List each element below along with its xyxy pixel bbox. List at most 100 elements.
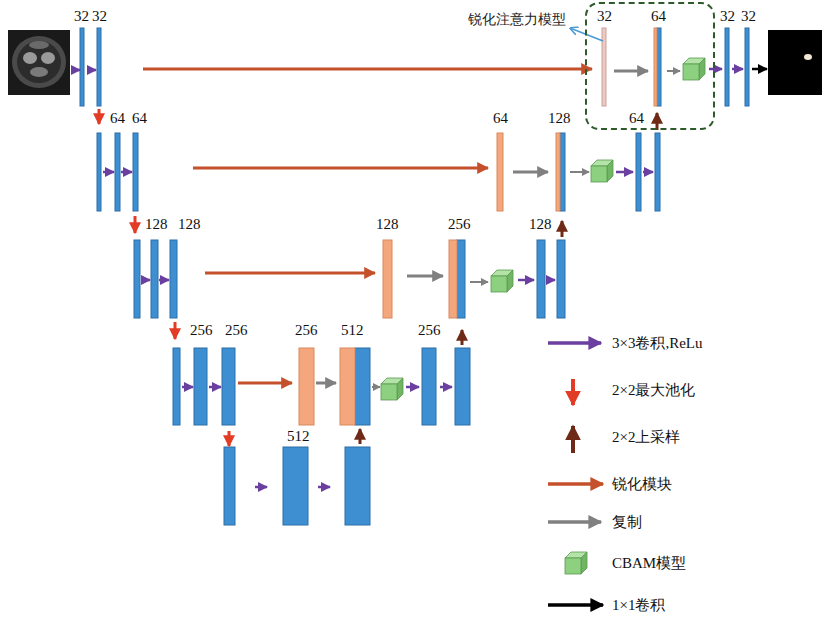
legend-text: 1×1卷积 bbox=[612, 596, 665, 614]
legend-upsample-arrow bbox=[571, 426, 575, 453]
feature-bar bbox=[657, 28, 661, 106]
conv-arrow bbox=[643, 171, 653, 174]
pool-arrow bbox=[98, 109, 101, 124]
sharpened-bar bbox=[340, 348, 355, 425]
conv-arrow bbox=[121, 171, 132, 174]
pool-arrow bbox=[174, 322, 177, 339]
sharpen-arrow bbox=[205, 272, 375, 275]
copy-arrow bbox=[667, 70, 680, 72]
feature-bar bbox=[115, 133, 120, 211]
channel-count: 32 bbox=[597, 8, 612, 25]
image-ground bbox=[768, 30, 822, 95]
feature-bar bbox=[455, 348, 470, 425]
conv-arrow bbox=[518, 279, 534, 282]
channel-count: 32 bbox=[720, 8, 735, 25]
sharpen-arrow bbox=[143, 68, 592, 71]
feature-bar bbox=[345, 447, 370, 525]
input-ct-image bbox=[8, 30, 70, 95]
feature-bar bbox=[97, 28, 101, 106]
image-spot bbox=[23, 52, 37, 64]
upsample-arrow bbox=[461, 330, 464, 345]
legend-text: CBAM模型 bbox=[612, 554, 686, 572]
conv-arrow bbox=[141, 279, 150, 282]
legend-sharpen-arrow bbox=[548, 482, 603, 486]
feature-bar bbox=[422, 348, 436, 425]
feature-bar bbox=[151, 240, 158, 318]
feature-bar bbox=[173, 348, 180, 425]
legend-samples bbox=[548, 343, 603, 605]
feature-bar bbox=[222, 348, 235, 425]
channel-count: 32 bbox=[92, 8, 107, 25]
feature-bar bbox=[655, 133, 660, 211]
legend-text: 复制 bbox=[612, 513, 642, 531]
feature-bar bbox=[133, 133, 138, 211]
cbam-cube bbox=[591, 160, 613, 182]
channel-count: 256 bbox=[418, 322, 441, 339]
channel-count: 64 bbox=[110, 110, 125, 127]
copy-arrow bbox=[407, 275, 443, 278]
image-spot bbox=[30, 67, 48, 77]
image-spot bbox=[29, 41, 49, 49]
legend-text: 3×3卷积,ReLu bbox=[612, 334, 703, 352]
upsample-arrow bbox=[656, 113, 659, 130]
legend-output-arrow bbox=[548, 603, 603, 607]
mask-blob bbox=[804, 54, 812, 60]
sharpened-bar bbox=[602, 28, 606, 106]
conv-arrow bbox=[209, 386, 221, 389]
conv-arrow bbox=[709, 68, 722, 71]
channel-count: 64 bbox=[629, 110, 644, 127]
region-title: 锐化注意力模型 bbox=[468, 11, 566, 28]
copy-arrows bbox=[316, 71, 648, 383]
image-ground bbox=[8, 30, 70, 95]
sharpen-arrow bbox=[193, 167, 488, 170]
conv-arrow bbox=[87, 69, 96, 72]
sharpened-bar bbox=[383, 240, 392, 318]
feature-bar bbox=[725, 28, 729, 106]
channel-count: 256 bbox=[295, 322, 318, 339]
conv-arrow bbox=[318, 486, 330, 489]
sharpened-bar bbox=[497, 133, 503, 211]
image-spot bbox=[41, 52, 55, 64]
feature-bar bbox=[355, 348, 370, 425]
legend-text: 2×2上采样 bbox=[612, 428, 680, 446]
feature-bar bbox=[745, 28, 749, 106]
cbam-cube bbox=[683, 58, 705, 80]
channel-count: 128 bbox=[548, 110, 571, 127]
copy-arrow bbox=[570, 171, 589, 173]
feature-bar bbox=[557, 240, 565, 318]
conv-arrow bbox=[71, 69, 80, 72]
image-head bbox=[12, 36, 66, 88]
conv-arrow bbox=[406, 386, 419, 389]
copy-arrow bbox=[372, 386, 380, 388]
feature-bar bbox=[457, 240, 465, 318]
cbam-cube bbox=[381, 378, 403, 400]
upsample-arrow bbox=[561, 221, 564, 237]
channel-count: 256 bbox=[225, 322, 248, 339]
output-conv-arrow bbox=[752, 68, 767, 71]
feature-bar bbox=[97, 133, 101, 211]
feature-maps bbox=[80, 28, 749, 525]
channel-count: 128 bbox=[376, 216, 399, 233]
feature-bar bbox=[636, 133, 641, 211]
feature-bar bbox=[224, 447, 235, 525]
output-mask-image bbox=[768, 30, 822, 95]
channel-count: 64 bbox=[132, 110, 147, 127]
channel-count: 256 bbox=[190, 322, 213, 339]
channel-count: 32 bbox=[741, 8, 756, 25]
sharpen-arrows bbox=[143, 69, 592, 383]
sharpened-maps bbox=[299, 28, 657, 425]
channel-count: 256 bbox=[448, 216, 471, 233]
feature-bar bbox=[560, 133, 565, 211]
channel-count: 128 bbox=[178, 216, 201, 233]
sharpen-arrow bbox=[238, 382, 292, 385]
pool-arrows bbox=[99, 109, 229, 446]
conv-arrow bbox=[182, 386, 193, 389]
feature-bar bbox=[283, 447, 308, 525]
feature-bar bbox=[80, 28, 84, 106]
legend-cbam-cube bbox=[565, 552, 587, 574]
feature-bar bbox=[170, 240, 177, 318]
channel-count: 512 bbox=[287, 428, 310, 445]
conv-arrow bbox=[732, 68, 743, 71]
sharpened-bar bbox=[556, 133, 560, 211]
